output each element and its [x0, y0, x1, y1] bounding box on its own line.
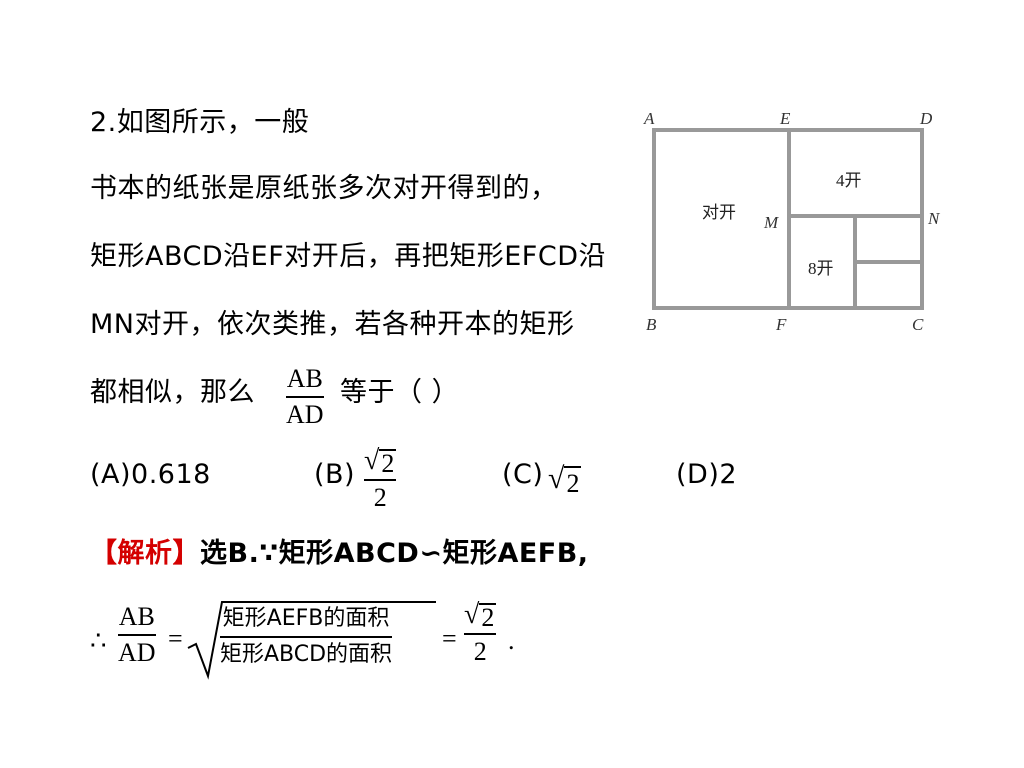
fraction-numerator: AB: [118, 602, 155, 631]
option-c-sqrt: √ 2: [548, 462, 582, 500]
fraction-denominator: AD: [286, 400, 324, 429]
result-numerator: √ 2: [464, 599, 497, 632]
label-f: F: [775, 315, 787, 334]
question-line-3: 矩形ABCD沿EF对开后，再把矩形EFCD沿: [90, 241, 606, 272]
label-b: B: [646, 315, 657, 334]
area-ratio-numerator: 矩形AEFB的面积: [222, 606, 390, 631]
solution-tag: 【解析】: [90, 538, 200, 569]
question-fraction-ab-ad: AB AD: [286, 364, 324, 430]
fraction-bar: [220, 636, 393, 638]
sqrt-symbol: √: [548, 462, 565, 495]
solution-line: 【解析】选B.∵矩形ABCD∽矩形AEFB,: [90, 537, 589, 571]
option-a: (A)0.618: [90, 459, 211, 490]
question-line-5-prefix: 都相似，那么: [90, 377, 255, 408]
label-m: M: [763, 213, 779, 232]
region-8kai: 8开: [808, 259, 834, 278]
solution-fraction-ab-ad: AB AD: [118, 602, 156, 668]
fraction-denominator: AD: [118, 638, 156, 667]
option-b-numerator: √ 2: [364, 445, 397, 478]
sqrt-radicand: 2: [379, 449, 397, 478]
option-b-label: (B): [314, 459, 356, 490]
paper-folding-figure: A E D M N B F C 对开 4开 8开: [643, 109, 941, 334]
equals-sign-1: =: [168, 624, 183, 653]
result-fraction: √ 2 2: [464, 599, 497, 667]
region-4kai: 4开: [836, 171, 862, 190]
equals-sign-2: =: [442, 624, 457, 653]
fraction-bar: [364, 479, 397, 481]
label-c: C: [912, 315, 924, 334]
option-b-denominator: 2: [373, 483, 387, 512]
label-e: E: [779, 109, 791, 128]
radical-sign: [187, 601, 436, 680]
therefore-symbol: ∴: [90, 626, 107, 655]
option-c-label: (C): [502, 459, 544, 490]
sqrt-symbol: √: [464, 599, 480, 630]
question-line-1: 2.如图所示，一般: [90, 107, 310, 138]
region-duikai: 对开: [702, 203, 736, 222]
label-n: N: [927, 209, 941, 228]
figure-lines: [652, 128, 924, 310]
label-d: D: [919, 109, 933, 128]
fraction-bar: [464, 633, 497, 635]
question-line-5-suffix: 等于（ ）: [340, 377, 460, 408]
fraction-bar: [118, 634, 156, 636]
question-line-4: MN对开，依次类推，若各种开本的矩形: [90, 309, 575, 340]
sqrt-radicand: 2: [564, 466, 582, 500]
sqrt-symbol: √: [364, 445, 380, 476]
fraction-bar: [286, 396, 324, 398]
question-line-2: 书本的纸张是原纸张多次对开得到的，: [90, 173, 558, 204]
option-b-fraction: √ 2 2: [364, 445, 397, 513]
solution-text: 选B.∵矩形ABCD∽矩形AEFB,: [200, 538, 589, 569]
option-d: (D)2: [676, 459, 738, 490]
result-denominator: 2: [473, 637, 487, 666]
period: .: [508, 626, 515, 655]
fraction-numerator: AB: [286, 364, 323, 393]
area-ratio-denominator: 矩形ABCD的面积: [220, 642, 393, 667]
label-a: A: [643, 109, 655, 128]
area-ratio-fraction: 矩形AEFB的面积 矩形ABCD的面积: [220, 604, 393, 670]
sqrt-radicand: 2: [479, 603, 497, 632]
